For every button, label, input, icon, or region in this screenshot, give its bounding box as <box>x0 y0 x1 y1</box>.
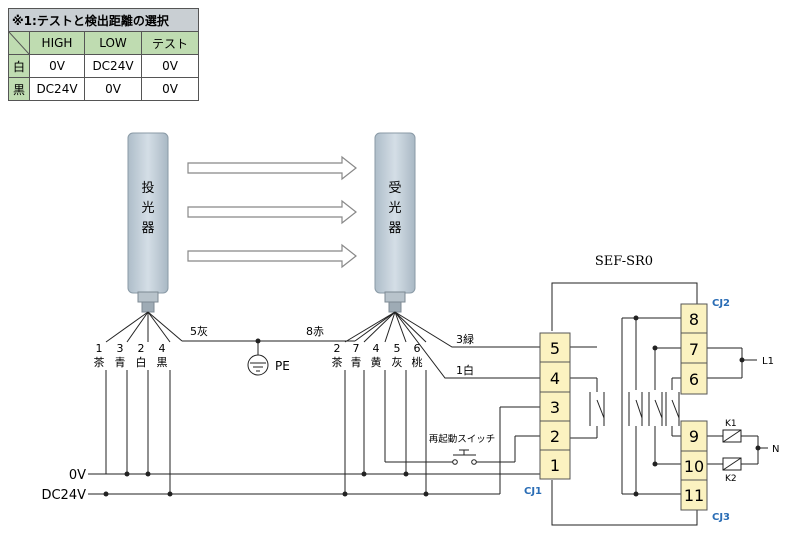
wire-label-emit5: 5灰 <box>190 324 208 338</box>
emitter-unit: 投 光 器 <box>127 132 169 313</box>
terminal-label: 1 <box>550 456 560 475</box>
table-cell: 0V <box>141 54 199 78</box>
emitter-label-1: 投 <box>141 180 154 196</box>
terminal-block-cj3: 9 10 11 <box>680 420 708 511</box>
controller-name: SEF-SR0 <box>595 254 653 269</box>
receiver-wire-color: 茶 <box>332 356 343 369</box>
relay-coil-icon <box>722 429 742 471</box>
power-label-dc24v: DC24V <box>41 488 86 503</box>
emitter-wire-num: 3 <box>117 342 124 355</box>
wire-label-recv8: 8赤 <box>306 325 324 338</box>
receiver-label-2: 光 <box>388 201 401 216</box>
pe-ground-icon <box>247 354 269 376</box>
emitter-wire-color: 白 <box>136 355 147 369</box>
receiver-wire-color: 青 <box>351 356 362 369</box>
beam-arrow-icon <box>187 243 357 269</box>
cj1-label: CJ1 <box>524 486 542 497</box>
beam-arrow-icon <box>187 155 357 181</box>
receiver-wire-num: 2 <box>334 342 341 355</box>
pe-label: PE <box>275 359 290 373</box>
table-header-high: HIGH <box>29 31 85 55</box>
wires <box>88 282 768 526</box>
terminal-block-cj2: 8 7 6 <box>680 303 708 395</box>
receiver-wire-color: 灰 <box>392 355 403 369</box>
emitter-wire-num: 1 <box>96 342 103 355</box>
emitter-wire-num: 2 <box>138 342 145 355</box>
beam-arrows <box>187 155 357 269</box>
terminal-label: 8 <box>689 310 699 329</box>
emitter-wire-color: 茶 <box>94 356 105 369</box>
terminal-label: 9 <box>689 427 699 446</box>
receiver-wire-num: 5 <box>394 342 401 355</box>
wire-label-recv1: 1白 <box>456 363 474 377</box>
cj2-label: CJ2 <box>712 298 730 309</box>
receiver-label-3: 器 <box>388 221 401 236</box>
terminal-label: 11 <box>684 486 704 505</box>
terminal-label: 5 <box>550 339 560 358</box>
emitter-wire-color: 青 <box>115 356 126 369</box>
terminal-label: 2 <box>550 427 560 446</box>
cj3-label: CJ3 <box>712 512 730 523</box>
restart-switch-icon <box>452 449 477 465</box>
receiver-wire-num: 6 <box>414 342 421 355</box>
power-label-0v: 0V <box>69 468 86 483</box>
receiver-wire-num: 7 <box>353 342 360 355</box>
table-cell: 0V <box>84 77 142 101</box>
table-corner <box>8 31 30 55</box>
table-header-low: LOW <box>84 31 142 55</box>
receiver-unit: 受 光 器 <box>374 132 416 313</box>
k1-label: K1 <box>725 419 737 429</box>
terminal-label: 6 <box>689 370 699 389</box>
beam-arrow-icon <box>187 199 357 225</box>
receiver-wire-color: 黄 <box>371 355 382 369</box>
junction-dots <box>103 315 761 497</box>
receiver-wire-num: 4 <box>373 342 380 355</box>
k2-label: K2 <box>725 474 737 484</box>
receiver-label-1: 受 <box>388 181 401 196</box>
receiver-wire-labels: 2 茶 7 青 4 黄 5 灰 6 桃 <box>332 342 423 369</box>
table-caption: ※1:テストと検出距離の選択 <box>8 8 199 32</box>
table-cell: DC24V <box>29 77 85 101</box>
terminal-label: 4 <box>550 369 560 388</box>
table-cell: 0V <box>29 54 85 78</box>
table-row-label-black: 黒 <box>8 77 30 101</box>
n-label: N <box>772 444 779 455</box>
terminal-block-cj1: 5 4 3 2 1 <box>539 332 571 480</box>
emitter-wire-color: 黒 <box>157 356 168 369</box>
emitter-label-3: 器 <box>141 221 154 236</box>
emitter-wire-labels: 1 茶 3 青 2 白 4 黒 <box>94 342 168 369</box>
terminal-label: 7 <box>689 340 699 359</box>
receiver-wire-color: 桃 <box>412 355 423 369</box>
terminal-label: 3 <box>550 398 560 417</box>
emitter-wire-num: 4 <box>159 342 166 355</box>
l1-label: L1 <box>762 356 774 367</box>
table-header-test: テスト <box>141 31 199 55</box>
restart-switch-label: 再起動スイッチ <box>429 434 496 445</box>
emitter-label-2: 光 <box>141 201 154 216</box>
relay-contacts <box>589 392 680 426</box>
terminal-label: 10 <box>684 457 704 476</box>
wire-label-recv3: 3緑 <box>456 332 474 346</box>
table-cell: 0V <box>141 77 199 101</box>
selection-table: ※1:テストと検出距離の選択 HIGH LOW テスト 白 0V DC24V 0… <box>8 8 199 101</box>
